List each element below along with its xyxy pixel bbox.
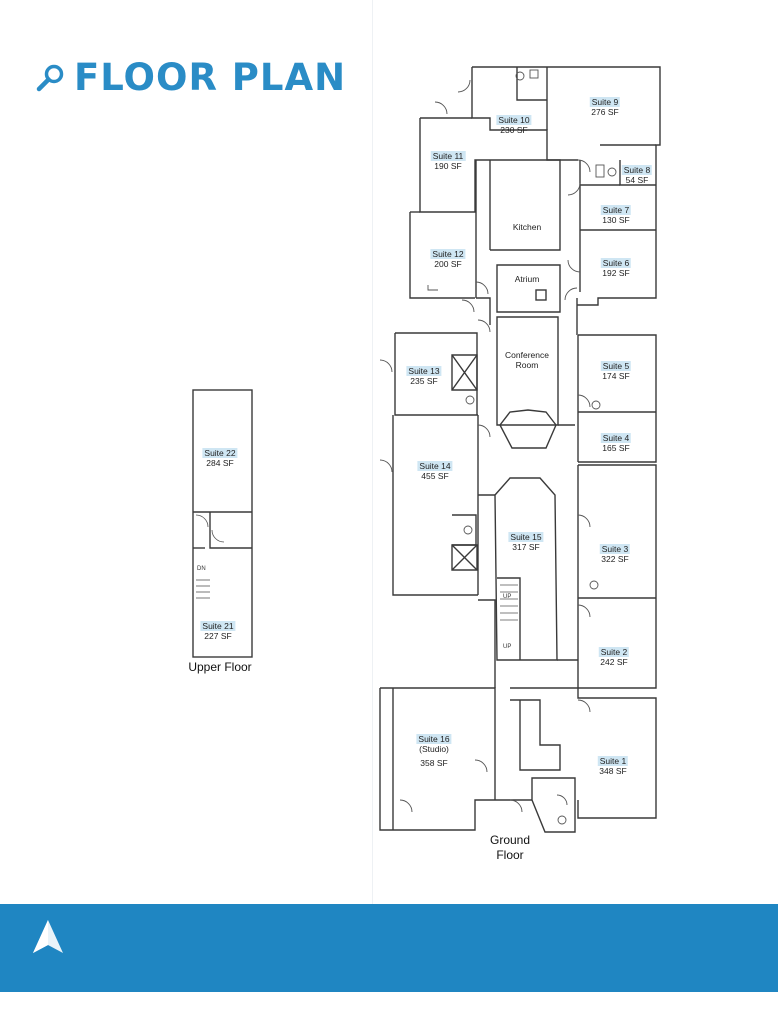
page-fold-line <box>372 0 373 1010</box>
magnifier-icon <box>36 64 64 92</box>
room-label-suite-1: Suite 1 348 SF <box>597 756 629 776</box>
room-name: Suite 8 <box>621 165 653 175</box>
room-area: 200 SF <box>434 259 462 269</box>
room-label-suite-2: Suite 2 242 SF <box>598 647 630 667</box>
room-name: Suite 22 <box>202 448 238 458</box>
room-area: 192 SF <box>602 268 630 278</box>
room-label-atrium: Atrium <box>515 274 540 284</box>
room-label-suite-21: Suite 21 227 SF <box>200 621 236 641</box>
stair-up-label-1: UP <box>503 594 511 600</box>
room-label-suite-12: Suite 12 200 SF <box>430 249 466 269</box>
bottom-margin <box>0 992 778 1010</box>
ground-floor-walls <box>379 66 661 833</box>
door-swings <box>379 79 591 813</box>
room-name: Atrium <box>514 274 540 284</box>
room-name: Conference <box>505 350 549 360</box>
room-label-kitchen: Kitchen <box>513 222 541 232</box>
room-area: 165 SF <box>602 443 630 453</box>
room-label-suite-7: Suite 7 130 SF <box>600 205 632 225</box>
room-area: 227 SF <box>204 631 232 641</box>
room-label-suite-13: Suite 13 235 SF <box>406 366 442 386</box>
room-name: Suite 13 <box>406 366 442 376</box>
ground-floor-caption-line-1: Ground <box>489 833 531 847</box>
room-name: Suite 15 <box>508 532 544 542</box>
room-label-suite-6: Suite 6 192 SF <box>600 258 632 278</box>
room-area: 174 SF <box>602 371 630 381</box>
room-area: 358 SF <box>420 758 448 768</box>
room-label-suite-11: Suite 11 190 SF <box>430 151 466 171</box>
page-title: FLOOR PLAN <box>74 56 347 99</box>
room-area: 284 SF <box>206 458 234 468</box>
room-name: Suite 10 <box>496 115 532 125</box>
room-subtitle: (Studio) <box>419 744 449 754</box>
ground-stairs <box>500 584 518 621</box>
room-name: Suite 6 <box>600 258 632 268</box>
room-name: Suite 3 <box>599 544 631 554</box>
room-label-suite-22: Suite 22 284 SF <box>202 448 238 468</box>
room-area: 130 SF <box>602 215 630 225</box>
room-label-suite-16: Suite 16 (Studio) 358 SF <box>416 734 452 768</box>
room-area: 317 SF <box>512 542 540 552</box>
floor-plan-header: FLOOR PLAN <box>36 56 346 100</box>
room-label-conference-room: Conference Room <box>505 350 549 370</box>
room-name: Suite 5 <box>600 361 632 371</box>
room-name: Suite 11 <box>430 151 466 161</box>
fixtures <box>427 69 617 825</box>
room-label-suite-9: Suite 9 276 SF <box>589 97 621 117</box>
room-name-line-2: Room <box>515 360 539 370</box>
stair-up-label-2: UP <box>503 644 511 650</box>
room-name: Suite 9 <box>589 97 621 107</box>
room-area: 242 SF <box>600 657 628 667</box>
stair-dn-label: DN <box>197 566 206 572</box>
room-area: 348 SF <box>599 766 627 776</box>
room-area: 230 SF <box>500 125 528 135</box>
room-label-suite-8: Suite 8 54 SF <box>621 165 653 185</box>
room-name: Suite 12 <box>430 249 466 259</box>
room-area: 322 SF <box>601 554 629 564</box>
ground-floor-caption-line-2: Floor <box>496 848 524 862</box>
footer-band <box>0 904 778 992</box>
ground-floor-caption: Ground Floor <box>490 833 530 863</box>
room-label-suite-15: Suite 15 317 SF <box>508 532 544 552</box>
room-name: Kitchen <box>512 222 542 232</box>
room-name: Suite 16 <box>416 734 452 744</box>
room-name: Suite 1 <box>597 756 629 766</box>
room-label-suite-14: Suite 14 455 SF <box>417 461 453 481</box>
room-name: Suite 4 <box>600 433 632 443</box>
room-name: Suite 2 <box>598 647 630 657</box>
upper-floor-caption: Upper Floor <box>188 660 252 674</box>
room-name: Suite 7 <box>600 205 632 215</box>
upper-floor-walls <box>192 389 253 658</box>
room-label-suite-5: Suite 5 174 SF <box>600 361 632 381</box>
room-area: 276 SF <box>591 107 619 117</box>
room-name: Suite 21 <box>200 621 236 631</box>
upper-stairs <box>195 514 225 599</box>
room-label-suite-4: Suite 4 165 SF <box>600 433 632 453</box>
room-area: 455 SF <box>421 471 449 481</box>
room-name: Suite 14 <box>417 461 453 471</box>
room-area: 235 SF <box>410 376 438 386</box>
room-label-suite-10: Suite 10 230 SF <box>496 115 532 135</box>
room-label-suite-3: Suite 3 322 SF <box>599 544 631 564</box>
room-area: 54 SF <box>625 175 649 185</box>
room-area: 190 SF <box>434 161 462 171</box>
arrow-up-logo-icon <box>33 920 63 953</box>
